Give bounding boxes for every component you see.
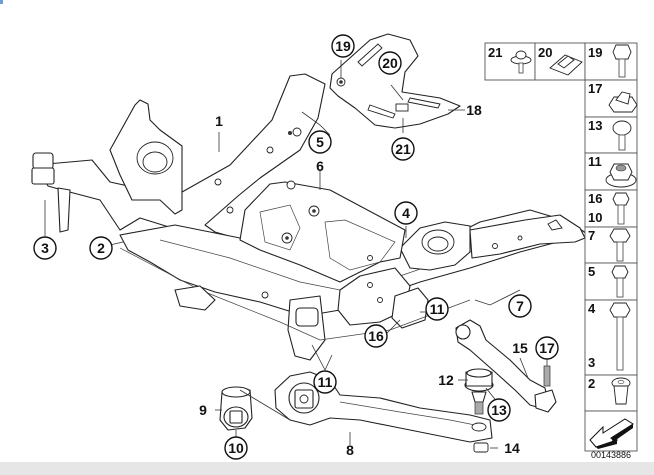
callout-9[interactable]: 9 — [199, 402, 207, 418]
svg-text:14: 14 — [504, 440, 520, 456]
legend-cell-5[interactable]: 5 — [584, 262, 638, 301]
svg-text:4: 4 — [588, 301, 596, 316]
svg-text:5: 5 — [588, 264, 595, 279]
svg-text:17: 17 — [588, 81, 602, 96]
svg-text:11: 11 — [318, 374, 333, 390]
callout-6[interactable]: 6 — [316, 158, 324, 174]
hex-bolt-icon — [612, 44, 632, 60]
svg-text:9: 9 — [199, 402, 207, 418]
callout-7[interactable]: 7 — [508, 294, 532, 318]
svg-text:11: 11 — [430, 301, 445, 317]
svg-text:21: 21 — [488, 45, 502, 60]
legend-cell-17[interactable]: 17 — [584, 79, 638, 118]
svg-text:20: 20 — [382, 55, 398, 71]
callout-2[interactable]: 2 — [89, 236, 113, 260]
callout-11-upper[interactable]: 11 — [425, 297, 449, 321]
svg-text:18: 18 — [466, 102, 482, 118]
callout-8[interactable]: 8 — [346, 442, 354, 458]
svg-text:15: 15 — [512, 340, 528, 356]
svg-text:21: 21 — [395, 141, 411, 157]
tension-strut-15[interactable] — [455, 319, 557, 413]
svg-text:10: 10 — [588, 210, 602, 225]
callout-14[interactable]: 14 — [504, 440, 520, 456]
bottom-scroll-bar — [0, 462, 654, 475]
svg-text:6: 6 — [316, 158, 324, 174]
legend-cell-direction[interactable] — [584, 410, 638, 452]
svg-text:2: 2 — [97, 240, 105, 256]
reinforcement-plate[interactable] — [239, 180, 406, 283]
callout-13[interactable]: 13 — [487, 398, 511, 422]
legend-cell-21[interactable]: 21 — [484, 42, 536, 81]
collar-nut-icon — [608, 96, 638, 113]
long-bolt-icon — [609, 302, 631, 318]
legend-cell-4-3[interactable]: 4 3 — [584, 299, 638, 376]
legend-cell-7[interactable]: 7 — [584, 226, 638, 264]
legend-cell-11[interactable]: 11 — [584, 152, 638, 191]
svg-text:3: 3 — [588, 355, 595, 370]
callout-4[interactable]: 4 — [394, 201, 418, 225]
svg-text:11: 11 — [588, 154, 602, 169]
corner-marker — [0, 0, 3, 4]
svg-text:2: 2 — [588, 376, 595, 391]
callout-12[interactable]: 12 — [438, 372, 454, 388]
fastener-legend: 21 20 19 17 13 — [484, 42, 638, 460]
legend-cell-2[interactable]: 2 — [584, 374, 638, 412]
svg-text:16: 16 — [588, 191, 602, 206]
rubber-mount-9[interactable] — [219, 386, 253, 431]
callout-18[interactable]: 18 — [466, 102, 482, 118]
callout-20[interactable]: 20 — [378, 51, 402, 75]
svg-text:16: 16 — [368, 328, 384, 344]
callout-21[interactable]: 21 — [391, 137, 415, 161]
callout-15[interactable]: 15 — [512, 340, 528, 356]
callout-19[interactable]: 19 — [331, 34, 355, 58]
legend-cell-13[interactable]: 13 — [584, 116, 638, 154]
catalog-number: 00143886 — [591, 450, 631, 460]
callout-3[interactable]: 3 — [33, 236, 57, 260]
callout-10[interactable]: 10 — [224, 436, 248, 460]
legend-cell-20[interactable]: 20 — [534, 42, 586, 81]
callout-17[interactable]: 17 — [535, 336, 559, 360]
svg-text:17: 17 — [539, 340, 555, 356]
callout-5[interactable]: 5 — [308, 130, 332, 154]
control-arm-8[interactable] — [274, 371, 493, 443]
svg-text:8: 8 — [346, 442, 354, 458]
svg-text:20: 20 — [538, 45, 552, 60]
callout-11-lower[interactable]: 11 — [313, 370, 337, 394]
leader-lines — [44, 60, 548, 449]
svg-text:10: 10 — [228, 440, 244, 456]
callout-16[interactable]: 16 — [364, 324, 388, 348]
collar-screw-icon — [612, 120, 632, 136]
nut-14[interactable] — [473, 442, 489, 453]
svg-text:19: 19 — [588, 45, 602, 60]
svg-text:13: 13 — [491, 402, 507, 418]
hex-bolt-icon — [612, 192, 630, 206]
heat-shield[interactable] — [329, 33, 461, 129]
callout-1[interactable]: 1 — [215, 113, 223, 129]
svg-text:3: 3 — [41, 240, 49, 256]
svg-text:7: 7 — [588, 228, 595, 243]
svg-text:13: 13 — [588, 118, 602, 133]
svg-text:4: 4 — [402, 205, 410, 221]
svg-text:7: 7 — [516, 298, 524, 314]
ball-joint-12[interactable] — [464, 368, 494, 415]
legend-cell-19[interactable]: 19 — [584, 42, 638, 81]
svg-text:12: 12 — [438, 372, 454, 388]
svg-text:19: 19 — [335, 38, 351, 54]
svg-text:1: 1 — [215, 113, 223, 129]
hex-bolt-icon — [611, 265, 629, 279]
hex-bolt-icon — [609, 228, 631, 243]
legend-cell-16-10[interactable]: 16 10 — [584, 189, 638, 228]
svg-text:5: 5 — [316, 134, 324, 150]
